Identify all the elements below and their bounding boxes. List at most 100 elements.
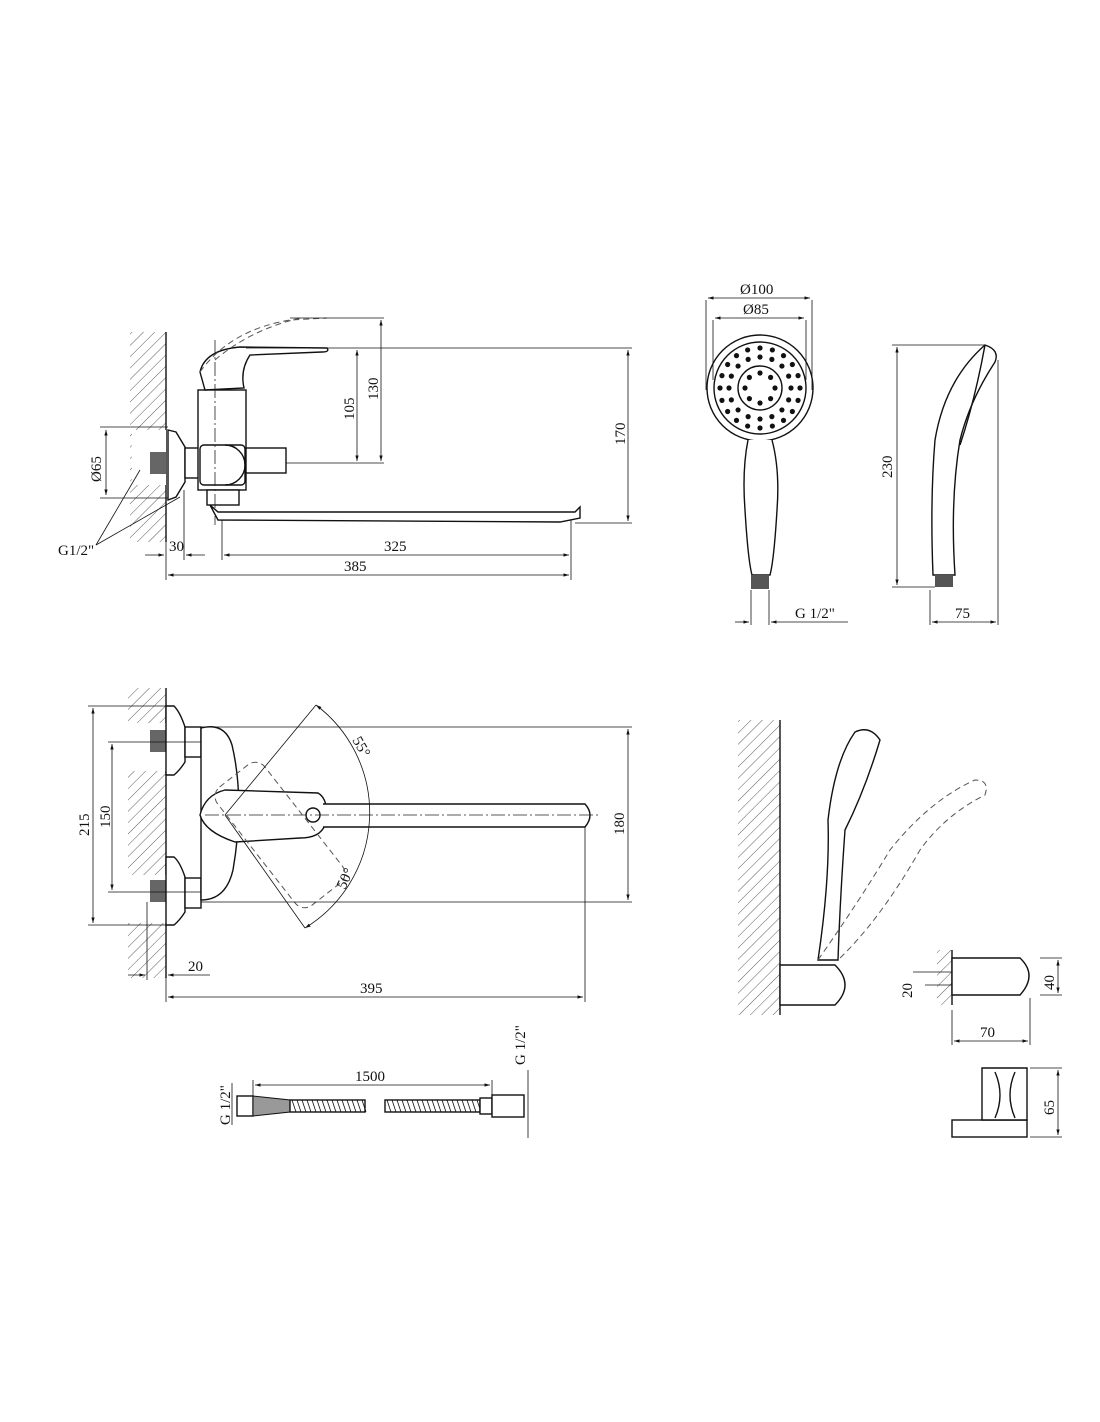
- nozzle: [733, 353, 740, 359]
- hose-rib: [466, 1099, 472, 1113]
- hose-rib: [291, 1099, 297, 1113]
- hose-ribs: [291, 1099, 482, 1113]
- dim-130: 130: [366, 378, 382, 401]
- hose-rib: [456, 1099, 462, 1113]
- nozzle: [779, 407, 785, 413]
- hose-rib: [416, 1099, 422, 1113]
- spout: [209, 504, 581, 523]
- holder-bracket: [779, 964, 846, 1006]
- hose-rib: [356, 1099, 362, 1113]
- nozzle: [725, 408, 731, 415]
- nozzle: [746, 396, 752, 402]
- hose-rib: [326, 1099, 332, 1113]
- hose-rib: [451, 1099, 457, 1113]
- hose-rib: [421, 1099, 427, 1113]
- nozzle: [757, 416, 763, 422]
- dim-325: 325: [384, 539, 407, 555]
- nozzle: [725, 361, 731, 368]
- spout-top: [323, 803, 591, 828]
- nozzle: [726, 385, 732, 391]
- nozzle: [769, 356, 775, 362]
- nozzle: [757, 400, 763, 406]
- hose-rib: [311, 1099, 317, 1113]
- thread-stub: [150, 452, 166, 474]
- hose-rib: [386, 1099, 392, 1113]
- nozzle: [769, 423, 775, 429]
- holder-dim-20: 20: [900, 983, 916, 998]
- nozzle: [728, 397, 734, 403]
- nozzle: [797, 385, 803, 391]
- dim-d100: Ø100: [740, 282, 773, 298]
- hose-rib: [406, 1099, 412, 1113]
- hose-rib: [471, 1099, 477, 1113]
- nozzle: [719, 373, 725, 379]
- nozzle: [745, 414, 751, 420]
- hose-rib: [306, 1099, 312, 1113]
- hose-thread-left: G 1/2": [218, 1085, 234, 1125]
- nozzle: [768, 374, 774, 380]
- lever-top: [199, 789, 328, 843]
- hose-rib: [441, 1099, 447, 1113]
- hose-rib: [321, 1099, 327, 1113]
- nozzle: [795, 373, 801, 379]
- wall-holder-views: 20 40 70 65: [738, 720, 1062, 1138]
- shower-head-views: Ø100 Ø85 G 1/2" 230 75: [705, 282, 999, 625]
- shower-side-profile: [931, 344, 997, 576]
- hose-rib: [391, 1099, 397, 1113]
- nozzle: [745, 356, 751, 362]
- nozzle: [786, 373, 792, 379]
- nozzle: [789, 361, 795, 368]
- hose-rib: [341, 1099, 347, 1113]
- hose-rib: [346, 1099, 352, 1113]
- lever-handle: [199, 346, 329, 391]
- nozzle: [735, 363, 741, 369]
- nozzle: [742, 385, 748, 391]
- shower-thread-label: G 1/2": [795, 606, 835, 622]
- dim-180: 180: [612, 813, 628, 836]
- hose-rib: [431, 1099, 437, 1113]
- nozzle: [757, 425, 763, 431]
- hose-rib: [336, 1099, 342, 1113]
- nozzle: [745, 347, 751, 353]
- nozzle: [733, 417, 740, 423]
- hose-rib: [351, 1099, 357, 1113]
- hose-rib: [361, 1099, 367, 1113]
- nozzle: [719, 397, 725, 403]
- nozzle: [780, 353, 787, 359]
- hose-rib: [396, 1099, 402, 1113]
- nozzle: [757, 354, 763, 360]
- nozzle: [728, 373, 734, 379]
- hose-rib: [411, 1099, 417, 1113]
- faucet-side-view: 105 130 170 30 325 385 Ø65 G1/2": [58, 317, 632, 580]
- dim-75: 75: [955, 606, 970, 622]
- dim-150: 150: [98, 806, 114, 829]
- nozzle: [757, 370, 763, 376]
- nozzle: [735, 407, 741, 413]
- dim-170: 170: [613, 423, 629, 446]
- nozzle: [795, 397, 801, 403]
- hose-rib: [296, 1099, 302, 1113]
- nozzle: [788, 385, 794, 391]
- dim-395: 395: [360, 981, 383, 997]
- hose-connector: [751, 575, 769, 589]
- holder-dim-65: 65: [1042, 1100, 1058, 1115]
- dim-215: 215: [77, 814, 93, 837]
- nozzle: [745, 423, 751, 429]
- hose-thread-right: G 1/2": [513, 1025, 529, 1065]
- angle-50: 50°: [334, 866, 357, 892]
- thread-label-g12: G1/2": [58, 543, 94, 559]
- dim-230: 230: [880, 456, 896, 479]
- hose-rib: [301, 1099, 307, 1113]
- hose-drawing: 1500 G 1/2" G 1/2": [218, 1025, 529, 1138]
- faucet-top-view: 55° 50° 215 150 180 20 395: [77, 688, 632, 1002]
- nozzle-pattern: [717, 345, 803, 431]
- nozzle: [779, 363, 785, 369]
- nozzle: [768, 396, 774, 402]
- dim-d85: Ø85: [743, 302, 769, 318]
- nozzle: [786, 397, 792, 403]
- nozzle: [769, 347, 775, 353]
- shower-in-holder: [817, 729, 881, 961]
- hose-rib: [461, 1099, 467, 1113]
- dim-d65: Ø65: [89, 456, 105, 482]
